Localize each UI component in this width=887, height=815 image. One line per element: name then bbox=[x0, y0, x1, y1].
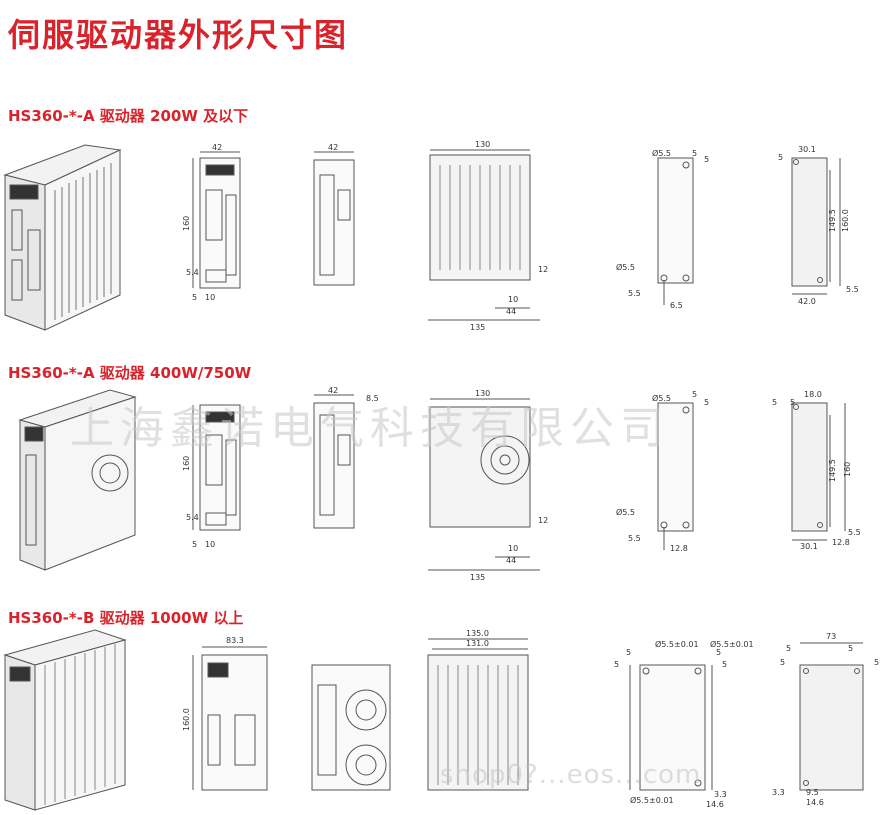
dim-back-m1-400w: 5 bbox=[772, 398, 777, 407]
dim-back-b-400w: 30.1 bbox=[800, 542, 818, 551]
dim-top-d2-400w: 44 bbox=[506, 556, 516, 565]
mount-view-1000w bbox=[629, 664, 713, 791]
dim-back-b2-1000w: 9.5 bbox=[806, 788, 819, 797]
front-view-400w bbox=[192, 404, 241, 531]
dim-back-m2-400w: 5 bbox=[790, 398, 795, 407]
dim-mount-m1-1000w: 5 bbox=[626, 648, 631, 657]
dim-side-width: 42 bbox=[328, 143, 338, 152]
dim-front-width: 42 bbox=[212, 143, 222, 152]
dim-back-m3-400w: 5.5 bbox=[848, 528, 861, 537]
dim-mount-m1-400w: 5 bbox=[692, 390, 697, 399]
watermark-company: 上海鑫诺电气科技有限公司 bbox=[70, 403, 670, 454]
dim-mount-h1-1000w: Ø5.5±0.01 bbox=[655, 639, 699, 649]
mount-view-400w bbox=[657, 402, 694, 550]
dim-back-h2: 160.0 bbox=[841, 209, 850, 232]
dim-back-b2-400w: 12.8 bbox=[832, 538, 850, 547]
dim-top-depth-400w: 135 bbox=[470, 573, 485, 582]
dim-back-w: 30.1 bbox=[798, 145, 816, 154]
dim-front-d3: 5.4 bbox=[186, 268, 199, 277]
side-view-400w bbox=[313, 394, 355, 529]
section-heading-200w: HS360-*-A 驱动器 200W 及以下 bbox=[8, 107, 249, 125]
dim-front-width-1000w: 83.3 bbox=[226, 636, 244, 645]
dim-top-w1-1000w: 135.0 bbox=[466, 629, 489, 638]
dim-side-d-400w: 8.5 bbox=[366, 394, 379, 403]
watermark-url: shop0?...eos...com bbox=[440, 760, 702, 790]
dim-top-width: 130 bbox=[475, 140, 490, 149]
dim-back-h1: 149.5 bbox=[828, 209, 837, 232]
dim-mount-h3-1000w: Ø5.5±0.01 bbox=[630, 795, 674, 805]
dim-back-m2: 5.5 bbox=[846, 285, 859, 294]
section-heading-1000w: HS360-*-B 驱动器 1000W 以上 bbox=[8, 609, 244, 627]
back-view-400w bbox=[791, 402, 846, 541]
dim-mount-m2: 5 bbox=[704, 155, 709, 164]
drawing-row-1: 42 160 5.4 5 10 42 130 135 10 44 12 Ø5.5… bbox=[3, 140, 859, 332]
dim-front-height: 160 bbox=[182, 216, 191, 231]
dim-back-w-400w: 18.0 bbox=[804, 390, 822, 399]
dim-back-h2-400w: 160 bbox=[843, 462, 852, 477]
dim-mount-m2-400w: 5 bbox=[704, 398, 709, 407]
dim-mount-m6-1000w: 14.6 bbox=[706, 800, 724, 809]
dim-back-m2-1000w: 5 bbox=[780, 658, 785, 667]
back-view-1000w bbox=[799, 642, 864, 791]
dim-back-h1-400w: 149.5 bbox=[828, 459, 837, 482]
dim-back-m1: 5 bbox=[778, 153, 783, 162]
front-view-1000w bbox=[192, 646, 268, 791]
dim-top-depth: 135 bbox=[470, 323, 485, 332]
dim-back-w-1000w: 73 bbox=[826, 632, 836, 641]
dim-mount-m4-400w: 5.5 bbox=[628, 534, 641, 543]
dim-front-d2-400w: 10 bbox=[205, 540, 215, 549]
page-title: 伺服驱动器外形尺寸图 bbox=[8, 16, 349, 54]
dim-mount-h2-1000w: Ø5.5±0.01 bbox=[710, 639, 754, 649]
dim-back-m1-1000w: 5 bbox=[786, 644, 791, 653]
iso-view-1000w bbox=[3, 629, 127, 811]
dim-front-d3-400w: 5.4 bbox=[186, 513, 199, 522]
dim-top-width-400w: 130 bbox=[475, 389, 490, 398]
section-heading-400w: HS360-*-A 驱动器 400W/750W bbox=[8, 364, 252, 382]
dim-mount-m3: Ø5.5 bbox=[616, 262, 635, 272]
dim-front-d1-400w: 5 bbox=[192, 540, 197, 549]
dim-mount-m5-1000w: 3.3 bbox=[714, 790, 727, 799]
side-view-200w bbox=[313, 151, 355, 286]
mount-view-200w bbox=[657, 157, 694, 305]
iso-view-200w bbox=[3, 144, 122, 331]
dim-top-d1: 10 bbox=[508, 295, 518, 304]
dim-side-width-400w: 42 bbox=[328, 386, 338, 395]
front-view-200w bbox=[192, 151, 241, 289]
drawing-row-2: 160 5.4 5 10 42 8.5 130 135 10 44 12 Ø5.… bbox=[18, 386, 861, 582]
dim-top-d2: 44 bbox=[506, 307, 516, 316]
dim-front-height-400w: 160 bbox=[182, 456, 191, 471]
dim-back-b3-1000w: 14.6 bbox=[806, 798, 824, 807]
dim-back-m4-1000w: 5 bbox=[874, 658, 879, 667]
side-view-1000w bbox=[311, 664, 391, 791]
dim-mount-m3-1000w: 5 bbox=[716, 648, 721, 657]
dim-front-d1: 5 bbox=[192, 293, 197, 302]
dim-mount-hole: Ø5.5 bbox=[652, 148, 671, 158]
dim-mount-m5-400w: 12.8 bbox=[670, 544, 688, 553]
dim-top-d1-400w: 10 bbox=[508, 544, 518, 553]
dim-back-m3-1000w: 5 bbox=[848, 644, 853, 653]
dim-top-w2-1000w: 131.0 bbox=[466, 639, 489, 648]
drawing-row-3: 83.3 160.0 135.0 131.0 Ø5.5±0.01 Ø5.5±0.… bbox=[3, 629, 879, 811]
top-view-200w bbox=[428, 149, 540, 321]
dim-front-d2: 10 bbox=[205, 293, 215, 302]
dim-mount-m5: 6.5 bbox=[670, 301, 683, 310]
dim-mount-hole-400w: Ø5.5 bbox=[652, 393, 671, 403]
dim-top-d3: 12 bbox=[538, 265, 548, 274]
dim-mount-m4: 5.5 bbox=[628, 289, 641, 298]
dim-mount-m2-1000w: 5 bbox=[614, 660, 619, 669]
top-view-1000w bbox=[427, 638, 529, 791]
dim-mount-m4-1000w: 5 bbox=[722, 660, 727, 669]
back-view-200w bbox=[791, 157, 841, 295]
dim-mount-m1: 5 bbox=[692, 149, 697, 158]
dim-mount-m3-400w: Ø5.5 bbox=[616, 507, 635, 517]
dim-back-b: 42.0 bbox=[798, 297, 816, 306]
dim-top-d3-400w: 12 bbox=[538, 516, 548, 525]
dim-front-height-1000w: 160.0 bbox=[182, 708, 191, 731]
iso-view-400w bbox=[18, 389, 137, 571]
dim-back-b1-1000w: 3.3 bbox=[772, 788, 785, 797]
top-view-400w bbox=[428, 398, 540, 571]
